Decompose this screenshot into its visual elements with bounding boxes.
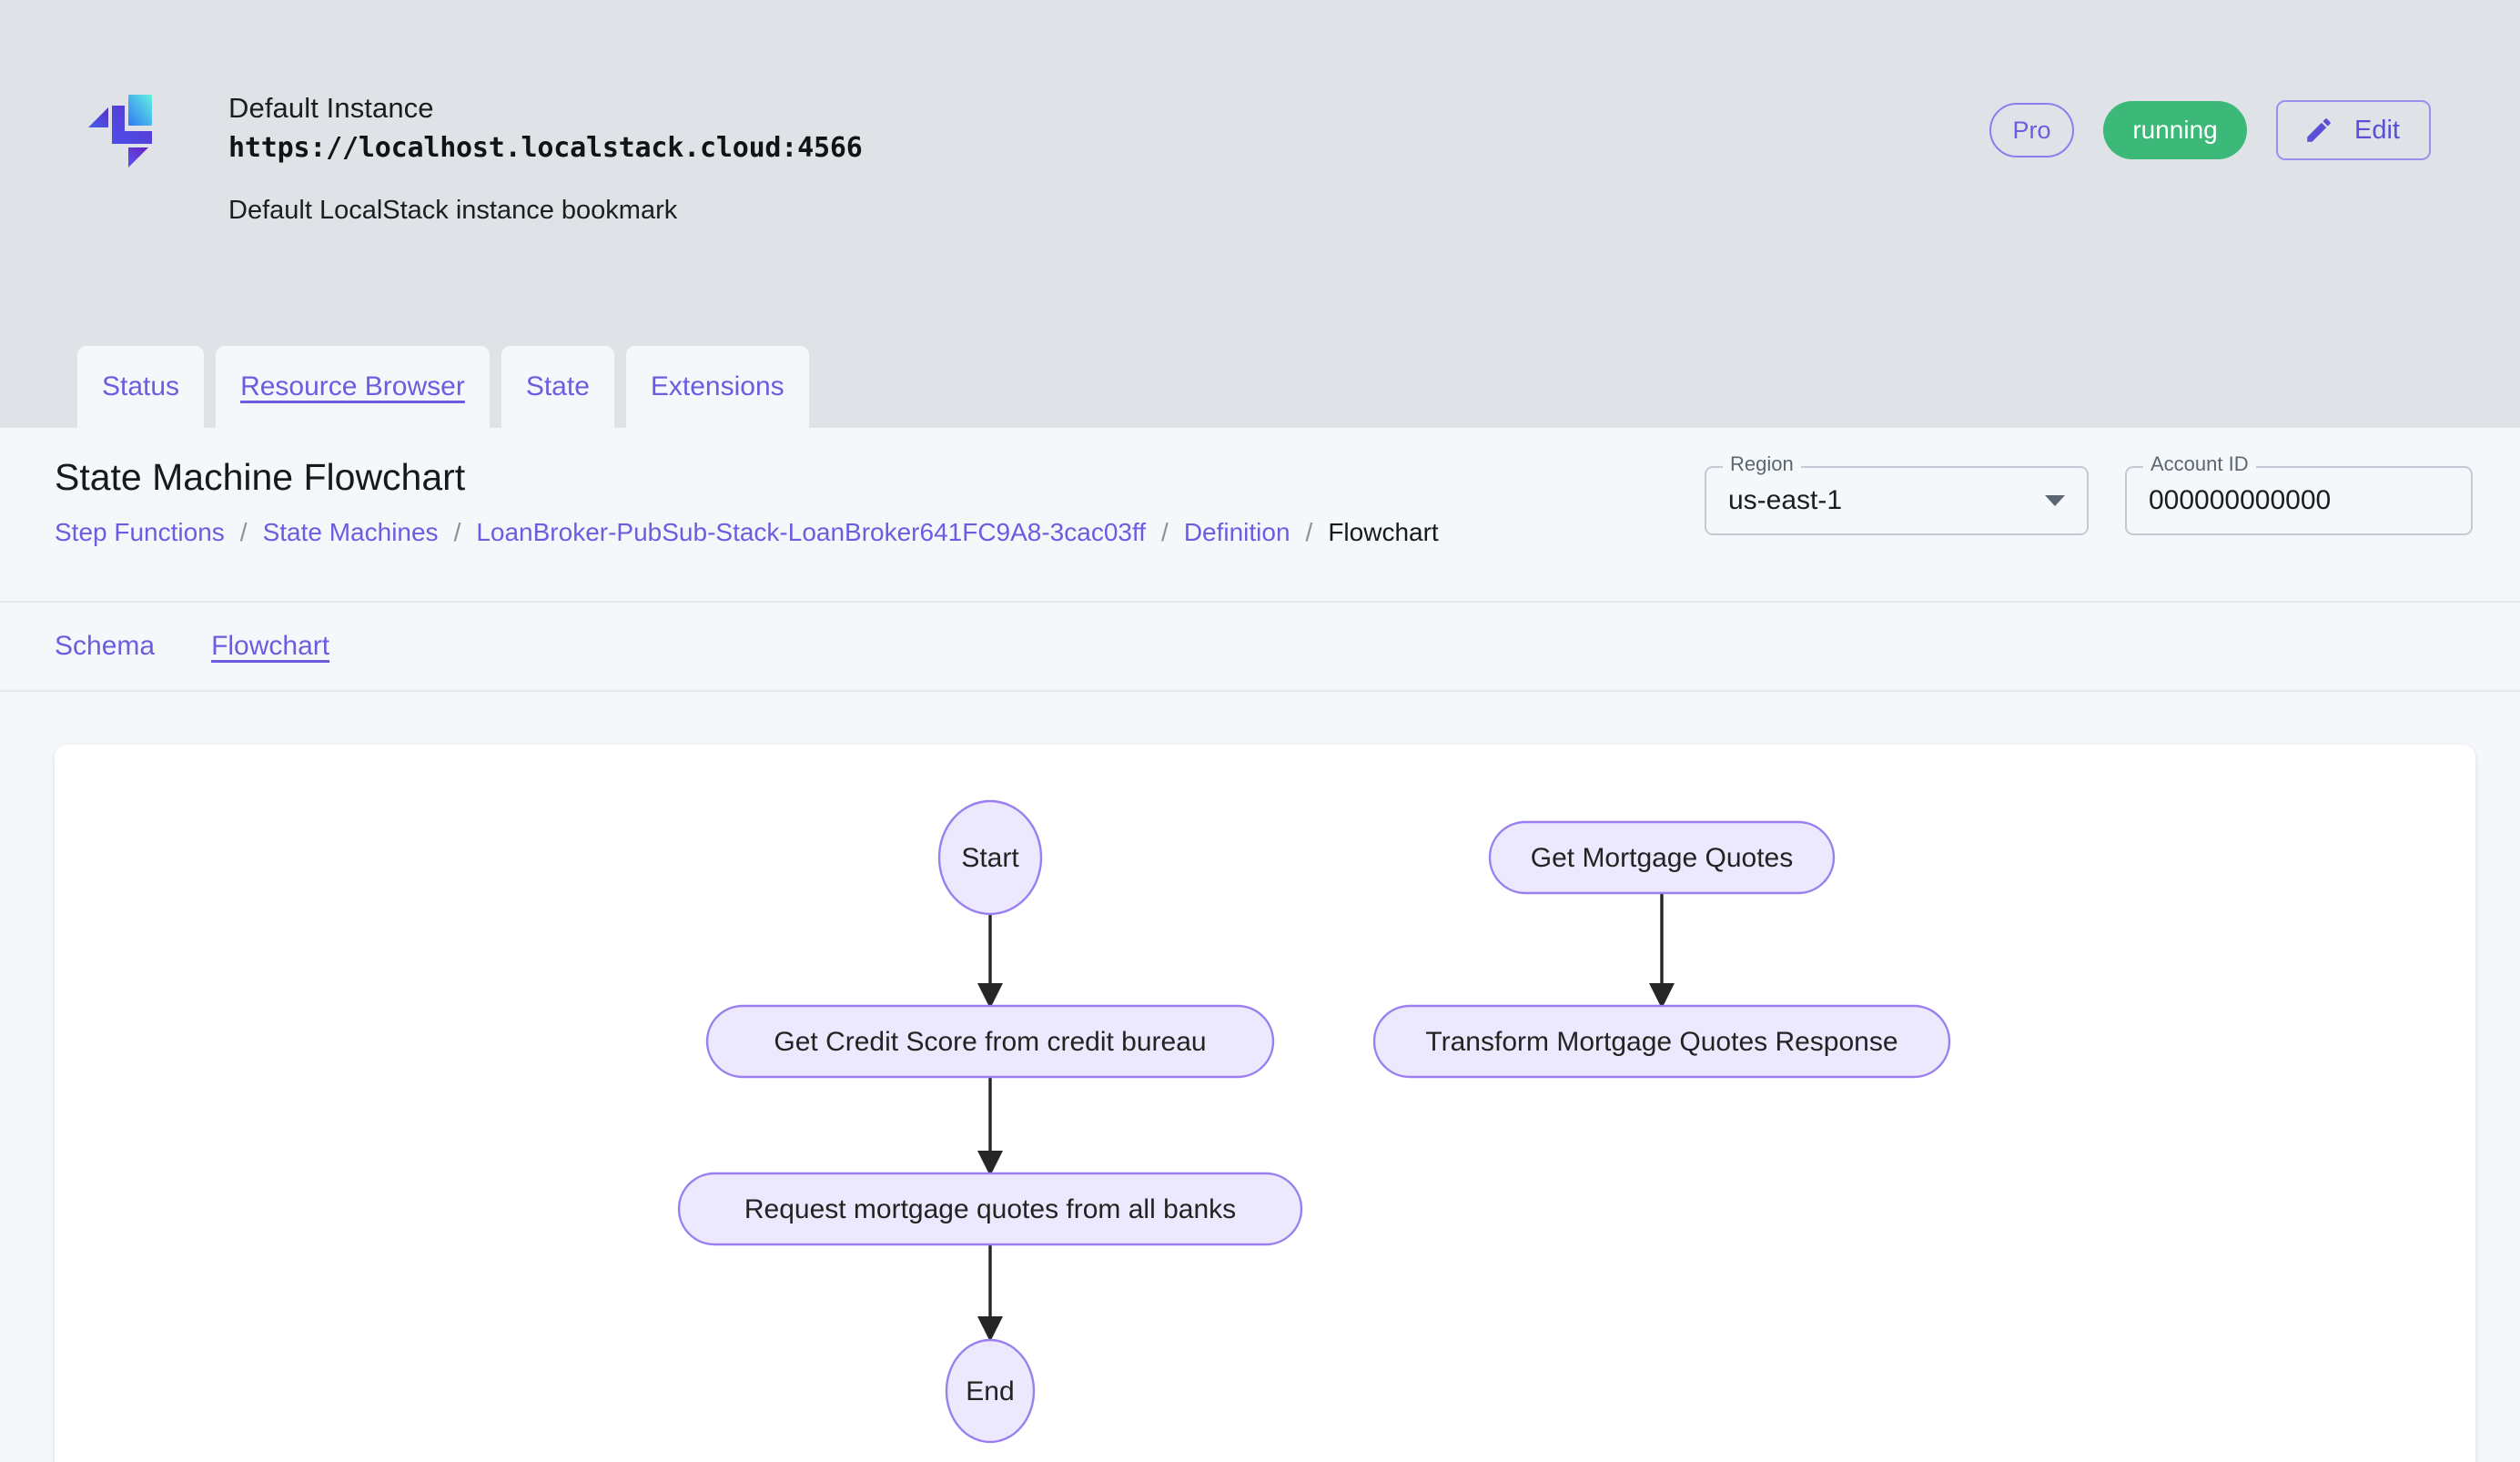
breadcrumb-separator: / xyxy=(1161,518,1169,546)
flowchart-card: Start Get Credit Score from credit burea… xyxy=(55,745,2475,1462)
main-tabs: Status Resource Browser State Extensions xyxy=(77,337,809,428)
flow-node-request-quotes[interactable]: Request mortgage quotes from all banks xyxy=(677,1172,1303,1246)
tab-status[interactable]: Status xyxy=(77,346,205,428)
breadcrumb-item-flowchart: Flowchart xyxy=(1328,518,1439,546)
account-id-field[interactable]: Account ID 000000000000 xyxy=(2125,454,2473,535)
tab-extensions[interactable]: Extensions xyxy=(625,346,809,428)
instance-header: Default Instance https://localhost.local… xyxy=(0,0,2520,428)
localstack-logo-icon xyxy=(86,84,167,171)
breadcrumb-item-state-machine-id[interactable]: LoanBroker-PubSub-Stack-LoanBroker641FC9… xyxy=(476,518,1147,546)
edit-button[interactable]: Edit xyxy=(2276,100,2431,160)
content-panel: State Machine Flowchart Step Functions /… xyxy=(0,428,2520,1462)
edit-button-label: Edit xyxy=(2354,115,2400,145)
flow-node-transform-response-label: Transform Mortgage Quotes Response xyxy=(1425,1027,1898,1057)
pencil-icon xyxy=(2303,115,2334,146)
flow-edge-credit-to-request xyxy=(977,1077,1003,1176)
subtab-schema[interactable]: Schema xyxy=(55,631,156,661)
flow-node-get-credit-score[interactable]: Get Credit Score from credit bureau xyxy=(705,1004,1275,1079)
sub-tabs: Schema Flowchart xyxy=(0,603,2520,692)
flow-node-request-quotes-label: Request mortgage quotes from all banks xyxy=(744,1194,1236,1224)
tab-resource-browser-label: Resource Browser xyxy=(240,371,465,401)
tab-resource-browser[interactable]: Resource Browser xyxy=(216,346,490,428)
tab-extensions-label: Extensions xyxy=(650,371,784,401)
breadcrumb-item-step-functions[interactable]: Step Functions xyxy=(55,518,225,546)
account-id-label: Account ID xyxy=(2143,454,2256,474)
flow-node-get-mortgage-quotes-label: Get Mortgage Quotes xyxy=(1531,843,1794,873)
flow-edge-request-to-end xyxy=(977,1244,1003,1342)
flow-node-end[interactable]: End xyxy=(945,1338,1036,1444)
instance-description: Default LocalStack instance bookmark xyxy=(228,196,678,226)
breadcrumb-separator: / xyxy=(1305,518,1313,546)
page-header: State Machine Flowchart Step Functions /… xyxy=(0,428,2520,603)
flow-edge-start-to-credit xyxy=(977,914,1003,1009)
header-fields: Region us-east-1 Account ID 000000000000 xyxy=(1705,454,2473,535)
breadcrumb-item-state-machines[interactable]: State Machines xyxy=(262,518,439,546)
account-id-value: 000000000000 xyxy=(2149,485,2332,515)
flow-node-transform-response[interactable]: Transform Mortgage Quotes Response xyxy=(1372,1004,1951,1079)
breadcrumb-separator: / xyxy=(453,518,461,546)
flow-edge-quotes-to-transform xyxy=(1649,893,1675,1009)
region-label: Region xyxy=(1723,454,1801,474)
pro-badge[interactable]: Pro xyxy=(1989,103,2075,157)
flow-node-get-mortgage-quotes[interactable]: Get Mortgage Quotes xyxy=(1488,820,1836,895)
flowchart-svg[interactable]: Start Get Credit Score from credit burea… xyxy=(55,745,2475,1462)
tab-status-label: Status xyxy=(102,371,180,401)
flow-node-start-label: Start xyxy=(961,843,1019,873)
flow-node-get-credit-score-label: Get Credit Score from credit bureau xyxy=(774,1027,1206,1057)
breadcrumb-item-definition[interactable]: Definition xyxy=(1183,518,1290,546)
page-title: State Machine Flowchart xyxy=(55,456,466,498)
instance-summary: Default Instance https://localhost.local… xyxy=(86,84,863,226)
flow-node-end-label: End xyxy=(966,1376,1014,1406)
region-value: us-east-1 xyxy=(1728,485,1843,515)
flow-node-start[interactable]: Start xyxy=(937,799,1043,916)
breadcrumb-separator: / xyxy=(239,518,248,546)
chevron-down-icon xyxy=(2045,495,2065,506)
region-select[interactable]: Region us-east-1 xyxy=(1705,454,2089,535)
tab-state[interactable]: State xyxy=(501,346,614,428)
breadcrumb: Step Functions / State Machines / LoanBr… xyxy=(55,518,1439,547)
tab-state-label: State xyxy=(525,371,590,401)
status-badge: running xyxy=(2103,101,2248,159)
instance-actions: Pro running Edit xyxy=(1989,100,2431,160)
instance-name: Default Instance xyxy=(228,92,434,124)
instance-endpoint: https://localhost.localstack.cloud:4566 xyxy=(228,131,863,164)
subtab-flowchart[interactable]: Flowchart xyxy=(211,631,330,661)
